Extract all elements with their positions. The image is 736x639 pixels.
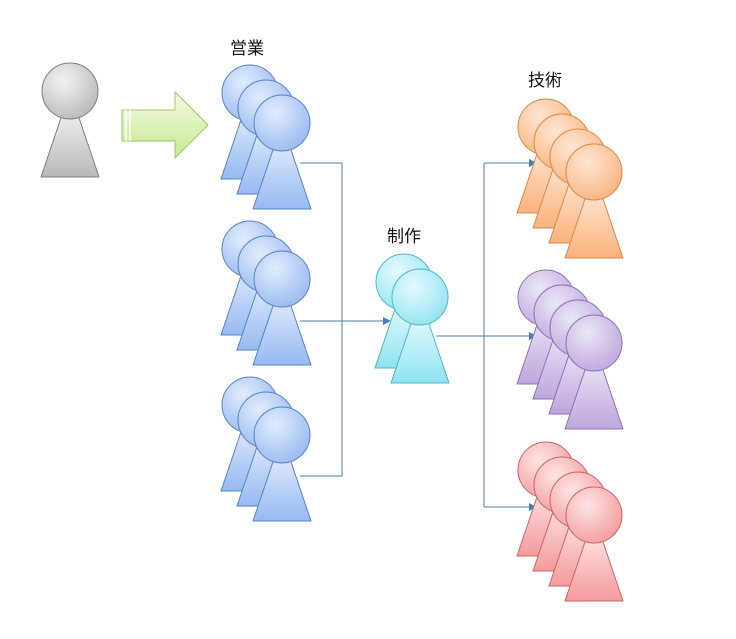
- production-label: 制作: [387, 227, 421, 247]
- right-arrow-icon: [121, 90, 209, 160]
- tech-purple-person-icon: [564, 314, 624, 430]
- sales-1-person-icon: [252, 94, 312, 210]
- connector-lines: [300, 159, 537, 511]
- tech-pink-person-icon: [564, 486, 624, 602]
- production-person-icon: [390, 268, 450, 384]
- client-person-icon: [40, 62, 100, 178]
- sales-label: 営業: [230, 39, 264, 59]
- sales-2-person-icon: [252, 250, 312, 366]
- sales-3-person-icon: [252, 406, 312, 522]
- sales-bracket-line: [300, 162, 343, 477]
- people-figures: [40, 62, 624, 602]
- tech-orange-person-icon: [564, 143, 624, 259]
- technical-label: 技術: [528, 71, 562, 91]
